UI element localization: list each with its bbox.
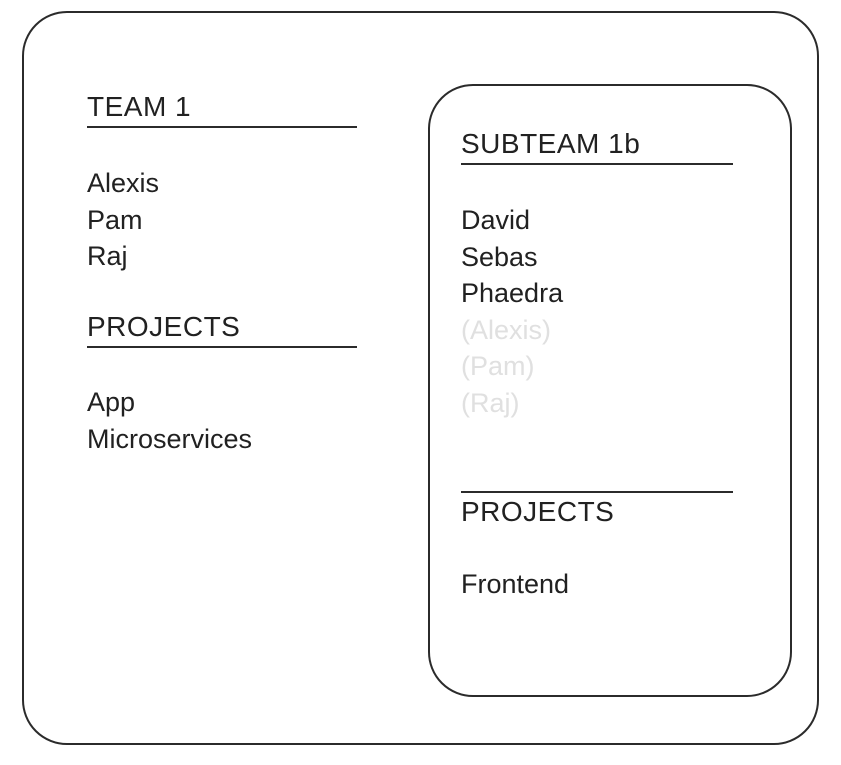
subteam-member: Phaedra <box>461 278 564 308</box>
subteam-inherited-member: (Alexis) <box>461 314 552 345</box>
subteam-projects-title: PROJECTS <box>461 491 733 526</box>
subteam-member: David <box>461 205 531 235</box>
team-member: Pam <box>87 204 143 235</box>
team-projects-title: PROJECTS <box>87 313 357 348</box>
team-member: Raj <box>87 241 128 271</box>
subteam-members-list: David Sebas Phaedra (Alexis) (Pam) (Raj) <box>461 202 563 421</box>
team-members-list: Alexis Pam Raj <box>87 165 159 275</box>
subteam-1b-box: SUBTEAM 1b David Sebas Phaedra (Alexis) … <box>428 84 792 697</box>
team-project: App <box>87 387 136 417</box>
subteam-title: SUBTEAM 1b <box>461 130 733 165</box>
subteam-member: Sebas <box>461 241 538 272</box>
subteam-project: Frontend <box>461 569 570 599</box>
team-title: TEAM 1 <box>87 93 357 128</box>
team-project: Microservices <box>87 423 253 454</box>
team-projects-list: App Microservices <box>87 384 252 457</box>
team-member: Alexis <box>87 168 160 198</box>
subteam-projects-list: Frontend <box>461 566 569 603</box>
subteam-inherited-member: (Raj) <box>461 387 520 418</box>
team-1-box: TEAM 1 Alexis Pam Raj PROJECTS App Micro… <box>22 11 819 745</box>
subteam-inherited-member: (Pam) <box>461 351 535 381</box>
